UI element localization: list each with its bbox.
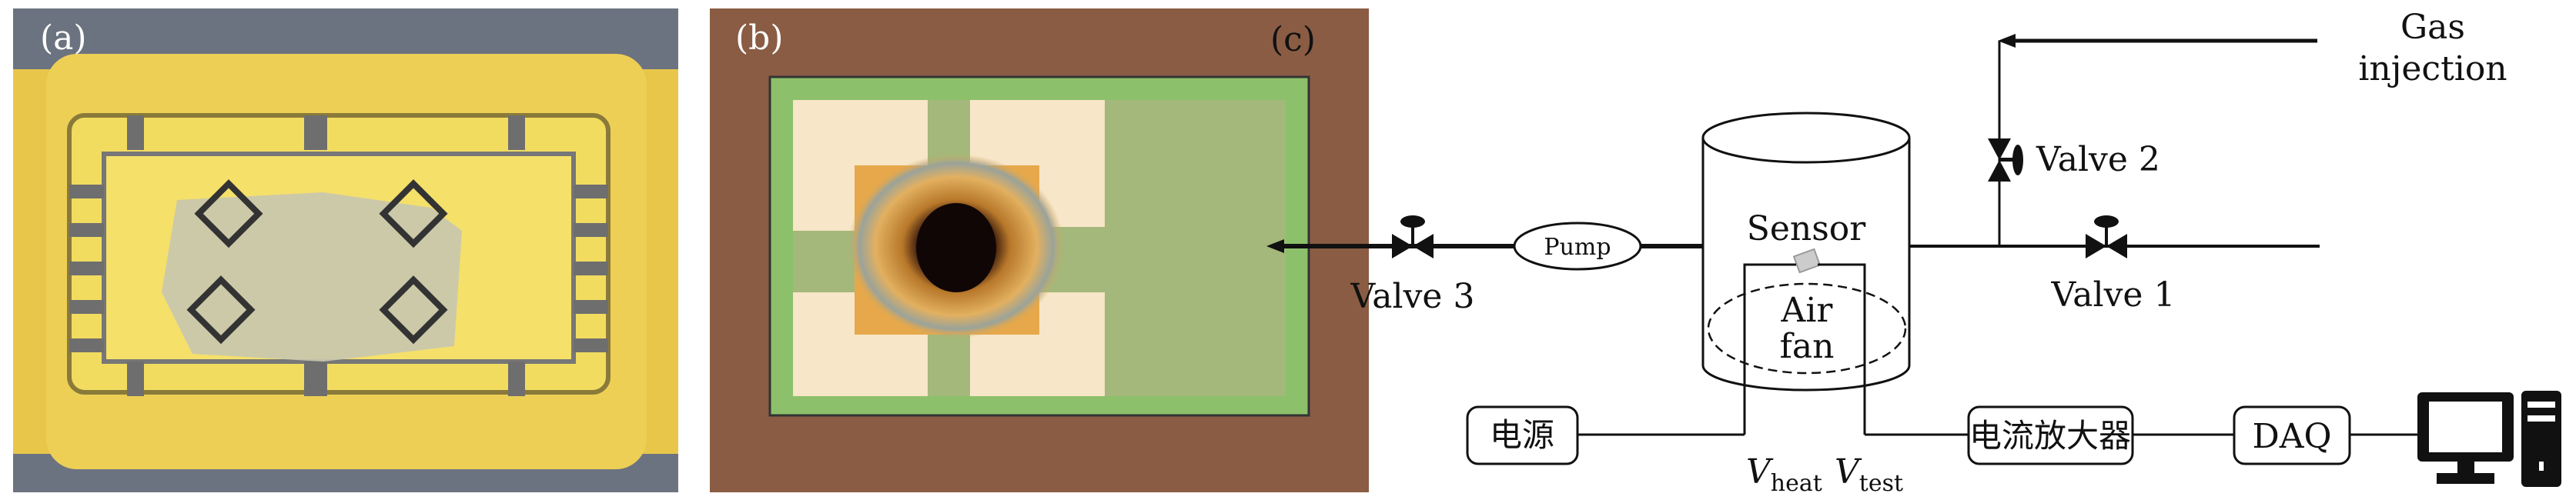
power-supply-label: 电源 [1490, 416, 1554, 454]
test-chamber [1701, 112, 1911, 392]
panel-a-photo: (a) [13, 8, 678, 492]
daq-label: DAQ [2252, 417, 2331, 456]
panel-c-diagram: (c) Gas injection Valve 2 Valve 3 [1266, 8, 2561, 497]
pump-label: Pump [1544, 234, 1611, 261]
gas-label-line1: Gas [2400, 8, 2465, 47]
sensor-label: Sensor [1747, 209, 1867, 248]
arrow-left-icon [1266, 239, 1284, 253]
air-fan-label-1: Air [1781, 291, 1834, 330]
v-test-label: Vtest [1835, 452, 1903, 497]
valve-2-label: Valve 2 [2036, 140, 2160, 179]
valve-2-icon [1988, 138, 2023, 182]
computer-icon [2417, 391, 2561, 487]
valve-1-icon [2086, 215, 2127, 258]
panel-c-label: (c) [1270, 20, 1316, 59]
current-amplifier-label: 电流放大器 [1969, 417, 2131, 455]
panel-a-label: (a) [40, 18, 87, 58]
gas-label-line2: injection [2358, 49, 2507, 88]
panel-b-label: (b) [735, 18, 784, 58]
air-fan [1707, 282, 1907, 375]
arrow-left-icon [1998, 34, 2016, 48]
air-fan-label-2: fan [1780, 327, 1835, 366]
sensor-chip-icon [1792, 248, 1822, 274]
valve-1-label: Valve 1 [2051, 275, 2176, 315]
v-heat-label: Vheat [1746, 452, 1822, 497]
pump [1513, 222, 1642, 271]
valve-3-label: Valve 3 [1350, 277, 1475, 316]
sensor-wires [1743, 263, 1866, 435]
panel-b-photo: (b) [710, 8, 1369, 492]
valve-3-icon [1392, 215, 1434, 258]
